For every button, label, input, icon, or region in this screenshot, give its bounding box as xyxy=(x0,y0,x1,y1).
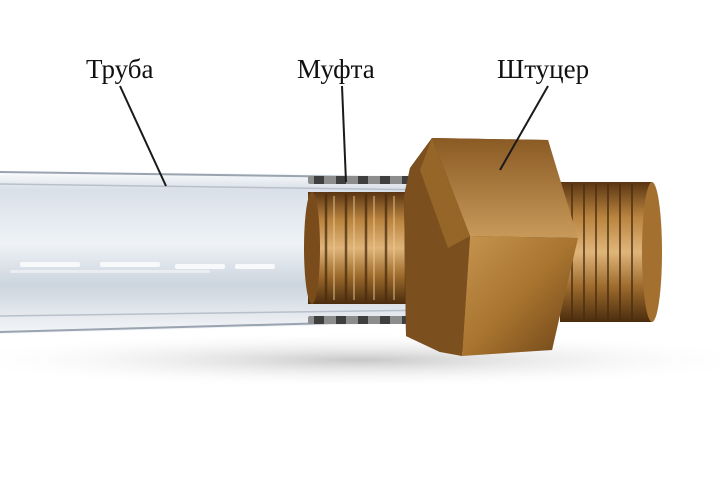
label-fitting: Штуцер xyxy=(497,54,590,84)
leader-line-sleeve xyxy=(341,85,347,183)
leader-line-pipe xyxy=(119,85,167,187)
label-pipe: Труба xyxy=(86,54,154,84)
label-sleeve: Муфта xyxy=(297,54,375,84)
fitting-thread xyxy=(560,182,662,322)
fitting-hex xyxy=(404,138,578,356)
floor-shadow xyxy=(0,332,720,388)
leader-line-fitting xyxy=(499,85,549,171)
leader-lines xyxy=(119,85,549,187)
sleeve xyxy=(308,176,428,324)
